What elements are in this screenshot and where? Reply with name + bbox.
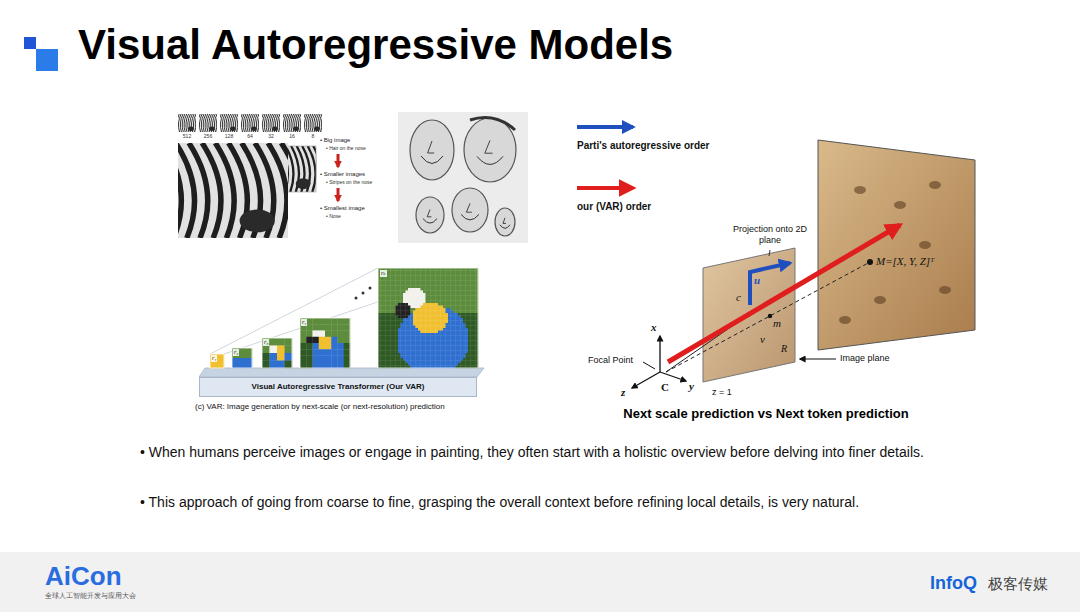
scale-label: r₄	[301, 319, 307, 326]
note-text: • Stripes on the nose	[326, 179, 372, 185]
zebra-pyramid	[163, 114, 338, 238]
scale-label: r₂	[233, 349, 239, 356]
scale-number: 64	[247, 133, 253, 139]
logo-text: AiCon	[45, 561, 122, 592]
scale-number: 128	[225, 133, 233, 139]
legend-arrow	[577, 125, 633, 129]
slide-title: Visual Autoregressive Models	[78, 20, 673, 70]
transformer-band: Visual Autoregressive Transformer (Our V…	[199, 377, 477, 397]
band-label: Visual Autoregressive Transformer (Our V…	[252, 382, 425, 392]
point-label: c	[736, 291, 741, 304]
bullet-text: • When humans perceive images or engage …	[140, 444, 986, 462]
note-text: • Hair on the nose	[326, 145, 366, 151]
bullet-text: • This approach of going from coarse to …	[140, 494, 986, 512]
logo-text: 极客传媒	[988, 575, 1048, 593]
axis-label: v	[760, 333, 765, 346]
sketch-picture	[398, 112, 528, 243]
title-icon	[24, 37, 36, 49]
legend-arrow	[577, 186, 633, 190]
logo-text: InfoQ	[930, 573, 977, 595]
legend-label: our (VAR) order	[577, 201, 651, 213]
point-label: m	[773, 317, 781, 330]
dimension: z = 1	[712, 387, 732, 398]
scale-number: 256	[204, 133, 212, 139]
axis-label: u	[754, 274, 760, 287]
axis-label: y	[689, 380, 694, 393]
scale-number: 512	[183, 133, 191, 139]
scale-number: 32	[268, 133, 274, 139]
axis-label: C	[661, 381, 669, 394]
figure-subcaption: (c) VAR: Image generation by next-scale …	[195, 402, 445, 412]
scale-label: r₁	[211, 355, 217, 362]
title-icon	[36, 49, 58, 71]
annotation: Focal Point	[588, 355, 633, 366]
note-text: • Smallest image	[320, 205, 365, 212]
figure-caption: Next scale prediction vs Next token pred…	[623, 406, 908, 422]
var-pyramid	[199, 268, 484, 377]
legend-label: Parti's autoregressive order	[577, 140, 709, 152]
note-text: • Nose	[326, 213, 341, 219]
point-label: M=[X, Y, Z]ᵀ	[876, 255, 934, 268]
footer-band	[0, 552, 1080, 612]
scale-number: 16	[289, 133, 295, 139]
annotation: Projection onto 2D plane	[724, 224, 816, 246]
logo-subtitle: 全球人工智能开发与应用大会	[45, 592, 136, 600]
annotation: Image plane	[840, 353, 890, 364]
scale-label: r₃	[263, 339, 269, 346]
note-text: • Big image	[320, 137, 350, 144]
scale-label: rₖ	[380, 270, 387, 277]
note-text: • Smaller images	[320, 171, 365, 178]
scale-number: 8	[312, 133, 315, 139]
axis-label: x	[651, 321, 657, 334]
axis-label: z	[621, 386, 625, 399]
axis-label: R	[781, 343, 787, 355]
camera-figure	[632, 140, 975, 388]
